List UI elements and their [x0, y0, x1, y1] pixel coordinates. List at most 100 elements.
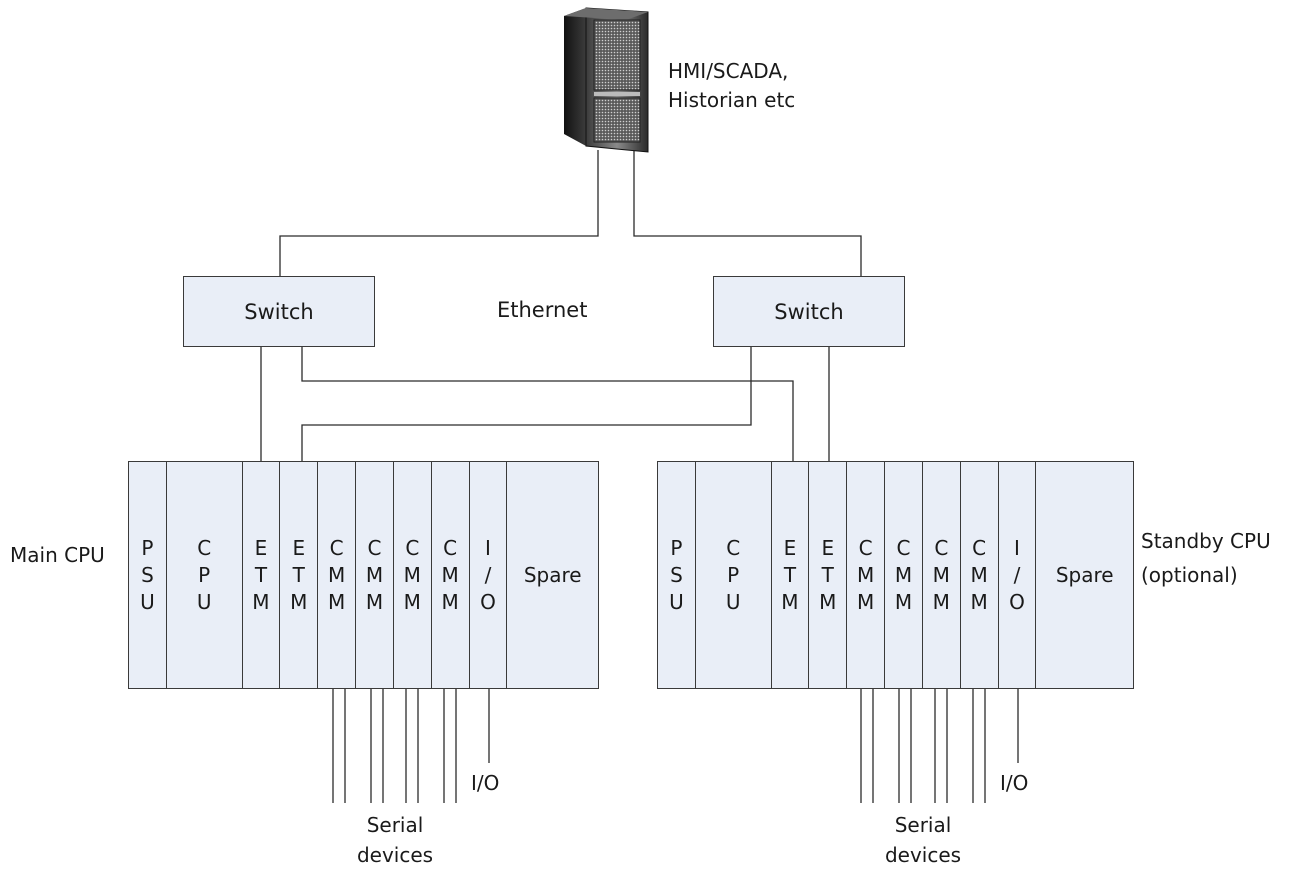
main-module-label: Spare — [523, 562, 582, 587]
main-serial-lines — [332, 689, 457, 803]
standby-module-letter: M — [856, 562, 875, 587]
standby-module-letter: C — [726, 535, 741, 560]
main-module-letter: M — [327, 589, 346, 614]
standby-module-letter: M — [970, 589, 988, 614]
standby-module-letter: M — [894, 589, 913, 614]
server-label-line2: Historian etc — [668, 88, 796, 112]
server-tower-icon — [564, 7, 649, 153]
standby-io-label: I/O — [1000, 771, 1029, 795]
standby-module-letter: T — [821, 562, 834, 587]
standby-serial-label-line2: devices — [884, 843, 962, 867]
ethernet-label: Ethernet — [497, 298, 588, 322]
standby-module-letter: M — [932, 562, 950, 587]
standby-module-label: Spare — [1055, 562, 1114, 587]
standby-serial-label-line1: Serial — [894, 813, 952, 837]
standby-cpu-label-line2: (optional) — [1141, 563, 1238, 587]
standby-module-letter: M — [781, 589, 799, 614]
main-module-letter: M — [327, 562, 346, 587]
standby-module-spare: Spare — [1036, 462, 1133, 688]
main-module-letter: P — [141, 535, 154, 560]
right-switch-to-main-etm-link — [301, 347, 752, 461]
standby-module-letter: C — [972, 535, 987, 560]
standby-module-letter: M — [819, 589, 837, 614]
main-module-letter: O — [480, 589, 496, 614]
server-label-line1: HMI/SCADA, — [668, 59, 789, 83]
standby-module-letter: M — [894, 562, 913, 587]
standby-module-letter: S — [670, 562, 683, 587]
main-cpu-label: Main CPU — [10, 543, 105, 567]
main-module-letter: M — [365, 562, 384, 587]
main-module-letter: E — [292, 535, 306, 560]
main-io-label: I/O — [471, 771, 500, 795]
main-module-letter: C — [443, 535, 458, 560]
standby-module-letter: M — [856, 589, 875, 614]
standby-module-letter: C — [896, 535, 911, 560]
standby-module-letter: U — [725, 589, 741, 614]
standby-module-letter: M — [970, 562, 988, 587]
standby-module-letter: M — [932, 589, 950, 614]
main-module-letter: / — [484, 562, 492, 587]
main-module-spare: Spare — [507, 462, 598, 688]
main-module-letter: M — [403, 589, 421, 614]
standby-module-letter: C — [934, 535, 949, 560]
standby-module-letter: P — [727, 562, 740, 587]
main-module-letter: M — [252, 589, 270, 614]
standby-module-letter: I — [1014, 535, 1020, 560]
left-switch-label: Switch — [244, 299, 314, 324]
main-module-letter: M — [365, 589, 384, 614]
standby-cpu-label-line1: Standby CPU — [1141, 529, 1271, 553]
standby-module-letter: P — [670, 535, 683, 560]
standby-module-io: I/O — [999, 462, 1037, 688]
main-module-letter: U — [196, 589, 212, 614]
standby-module-letter: E — [783, 535, 797, 560]
main-module-letter: M — [403, 562, 421, 587]
main-module-letter: T — [254, 562, 268, 587]
main-module-letter: C — [197, 535, 212, 560]
standby-serial-lines — [860, 689, 986, 803]
main-serial-label-line2: devices — [356, 843, 434, 867]
main-module-io: I/O — [470, 462, 508, 688]
main-module-letter: C — [405, 535, 420, 560]
main-module-letter: M — [290, 589, 308, 614]
main-module-letter: M — [441, 589, 459, 614]
main-module-letter: C — [329, 535, 344, 560]
main-module-letter: S — [141, 562, 154, 587]
server-to-left-switch-link — [279, 150, 599, 276]
standby-module-letter: E — [821, 535, 835, 560]
main-module-letter: M — [441, 562, 459, 587]
main-module-letter: U — [140, 589, 155, 614]
right-switch: Switch — [713, 276, 905, 347]
standby-module-letter: C — [858, 535, 873, 560]
standby-module-letter: T — [783, 562, 797, 587]
left-switch: Switch — [183, 276, 375, 347]
main-module-letter: T — [292, 562, 305, 587]
standby-module-letter: / — [1013, 562, 1021, 587]
standby-module-letter: U — [669, 589, 684, 614]
left-switch-to-standby-etm-link — [301, 347, 794, 461]
server-to-right-switch-link — [633, 150, 862, 276]
main-module-letter: C — [367, 535, 382, 560]
right-switch-label: Switch — [774, 299, 844, 324]
standby-module-letter: O — [1009, 589, 1025, 614]
main-module-letter: P — [198, 562, 211, 587]
main-module-letter: I — [485, 535, 491, 560]
